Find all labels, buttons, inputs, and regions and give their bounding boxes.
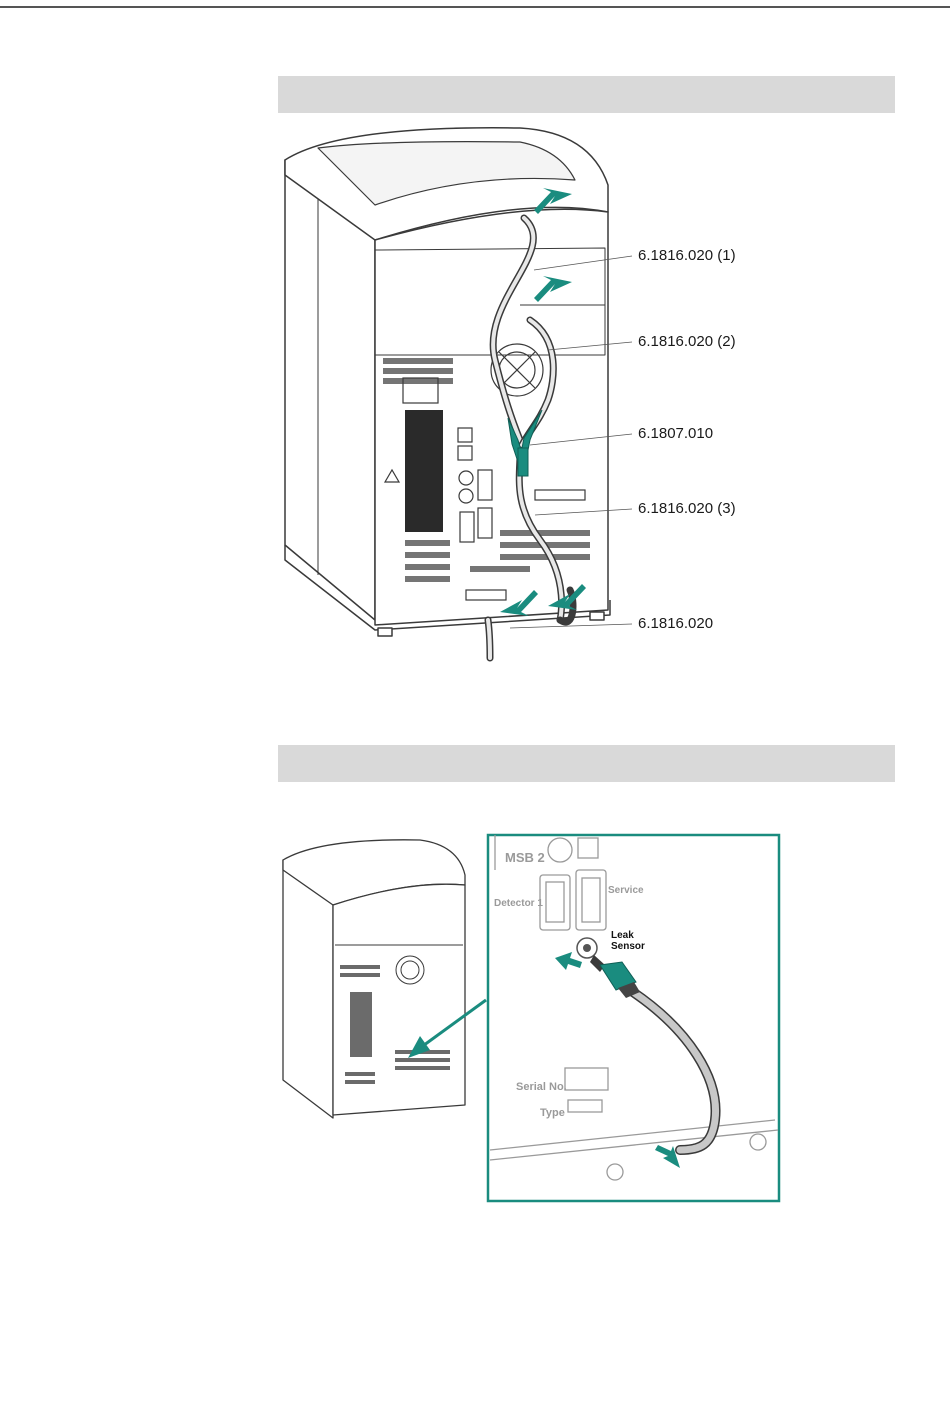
label-detector1: Detector 1 <box>494 898 543 909</box>
label-type: Type <box>540 1107 565 1119</box>
label-msb2: MSB 2 <box>505 850 545 865</box>
label-leak: Leak <box>611 930 634 941</box>
label-sensor: Sensor <box>611 941 645 952</box>
label-serial-no: Serial No. <box>516 1081 567 1093</box>
label-service: Service <box>608 885 644 896</box>
